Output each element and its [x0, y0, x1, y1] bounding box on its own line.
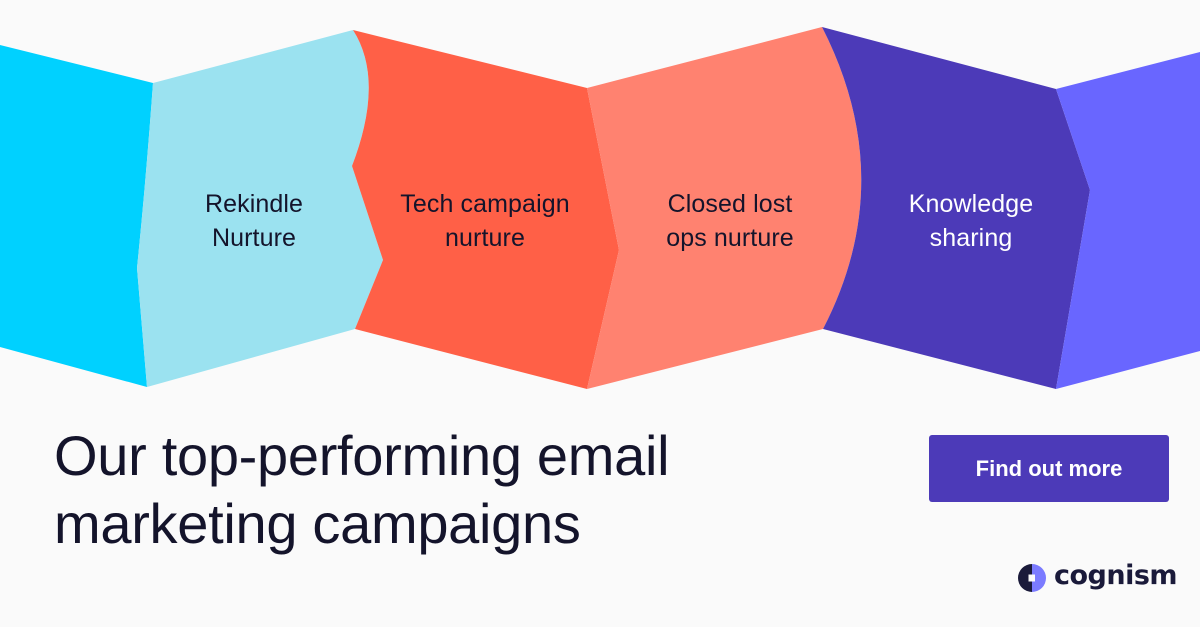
cognism-logo: cognism: [1018, 560, 1178, 592]
segment-label-closed-lost: Closed lost ops nurture: [666, 187, 794, 255]
segment-label-line: Closed lost: [667, 190, 793, 218]
segment-label-rekindle: Rekindle Nurture: [205, 187, 303, 255]
segment-label-knowledge: Knowledge sharing: [909, 187, 1034, 255]
segment-label-line: ops nurture: [666, 224, 794, 252]
segment-rekindle: [137, 30, 383, 387]
brand-name: cognism: [1054, 560, 1178, 591]
headline-line-1: Our top-performing email: [54, 424, 670, 487]
segment-knowledge: [822, 27, 1090, 389]
segment-tech: [352, 30, 619, 389]
segment-label-line: sharing: [929, 224, 1013, 252]
segment-label-line: Knowledge: [908, 190, 1034, 218]
cognism-logo-icon: [1018, 564, 1046, 592]
segment-label-line: Rekindle: [204, 190, 304, 218]
find-out-more-button[interactable]: Find out more: [929, 435, 1169, 502]
segment-cyan: [0, 45, 153, 387]
segment-label-line: Tech campaign: [400, 190, 570, 218]
segment-label-line: nurture: [445, 224, 525, 252]
headline: Our top-performing email marketing campa…: [54, 422, 670, 558]
segment-closed-lost: [587, 27, 862, 389]
segment-label-line: Nurture: [211, 224, 297, 252]
segment-periwinkle: [1056, 52, 1200, 389]
headline-line-2: marketing campaigns: [54, 492, 581, 555]
segment-label-tech: Tech campaign nurture: [400, 187, 569, 255]
